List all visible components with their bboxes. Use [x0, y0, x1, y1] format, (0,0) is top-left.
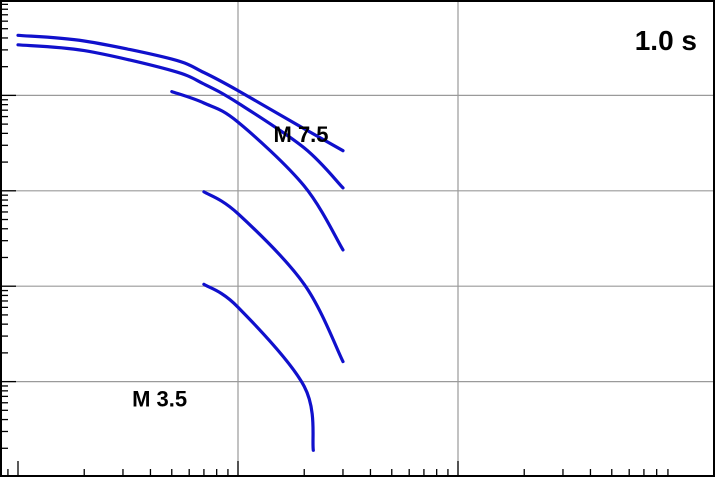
series-group	[16, 33, 345, 452]
axis-ticks	[0, 3, 669, 477]
annotation-label-2: M 3.5	[132, 386, 187, 411]
annotation-label-1: M 7.5	[274, 122, 329, 147]
series-line-5	[202, 282, 315, 452]
series-line-3	[170, 90, 345, 252]
chart-title: 1.0 s	[635, 25, 697, 56]
annotations: M 7.5 M 3.5	[132, 122, 328, 411]
series-line-2	[16, 43, 345, 190]
series-line-4	[202, 190, 345, 364]
series-line-1	[16, 33, 345, 153]
